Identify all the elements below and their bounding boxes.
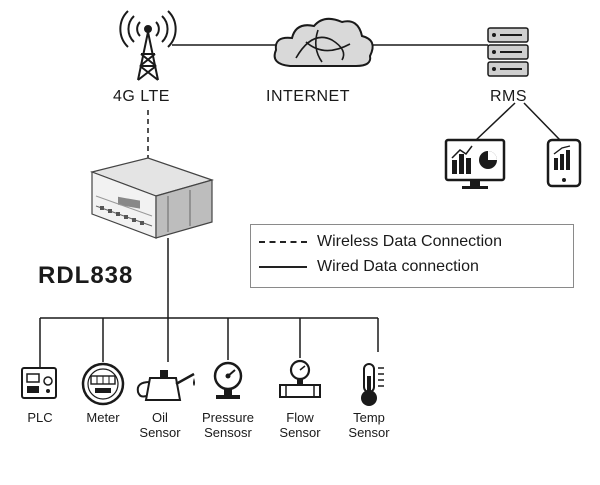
thermometer-icon <box>361 363 384 406</box>
solid-line-swatch <box>259 266 307 268</box>
server-rack-icon <box>487 27 529 77</box>
legend-wired-label: Wired Data connection <box>317 258 479 275</box>
pressure-gauge-icon <box>213 361 243 399</box>
smartphone-icon <box>546 138 582 188</box>
legend: Wireless Data Connection Wired Data conn… <box>250 224 574 288</box>
device-label-meter: Meter <box>86 410 120 425</box>
connection-lines <box>39 44 561 368</box>
legend-wireless: Wireless Data Connection <box>259 232 502 252</box>
tower-label: 4G LTE <box>113 88 170 105</box>
rms-monitor-link <box>475 102 516 141</box>
plc-icon <box>21 367 57 399</box>
cell-tower-icon <box>119 10 177 81</box>
dashed-line-swatch <box>259 241 307 243</box>
rms-phone-link <box>523 102 561 141</box>
oil-can-icon <box>136 370 195 401</box>
device-label-plc: PLC <box>27 410 53 425</box>
internet-label: INTERNET <box>266 88 350 105</box>
gateway-label: RDL838 <box>38 262 134 289</box>
cloud-icon <box>273 17 374 67</box>
legend-wireless-label: Wireless Data Connection <box>317 233 502 250</box>
monitor-icon <box>444 138 506 189</box>
rms-label: RMS <box>490 88 528 105</box>
legend-wired: Wired Data connection <box>259 257 479 277</box>
meter-icon <box>81 362 125 406</box>
flow-meter-icon <box>279 359 321 398</box>
gateway-device-icon <box>89 157 214 239</box>
